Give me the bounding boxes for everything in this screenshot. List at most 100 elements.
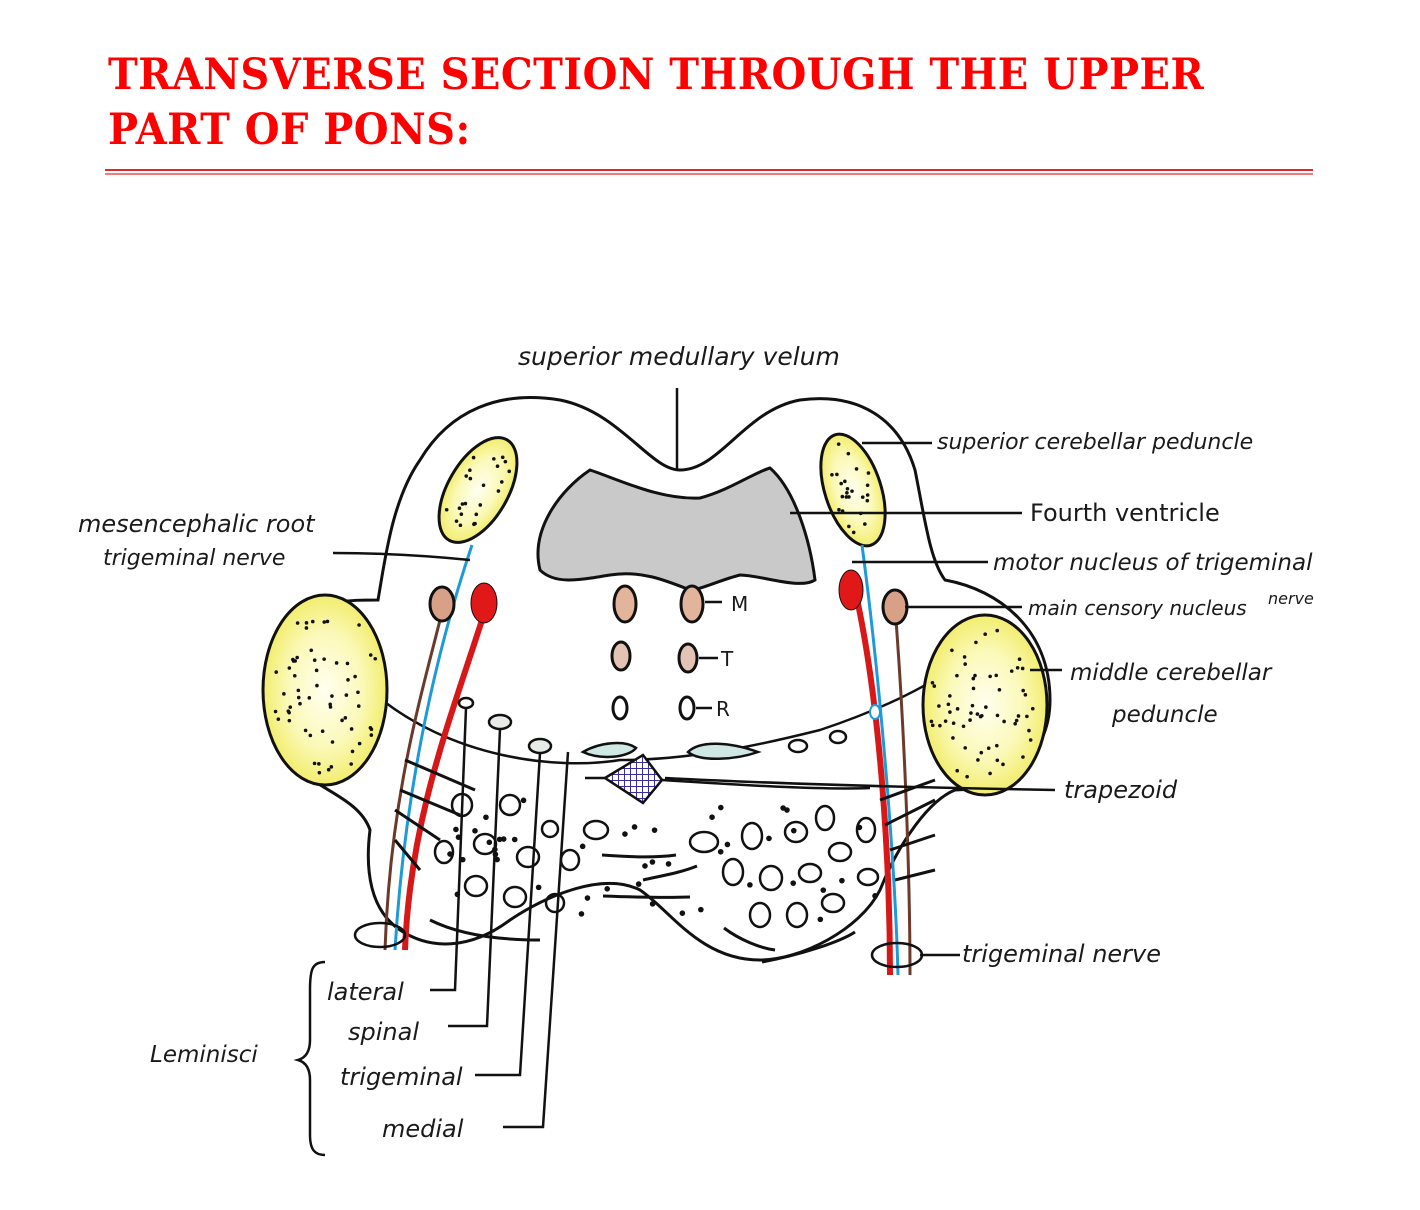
stipple-dot xyxy=(373,656,378,661)
pontine-dot xyxy=(817,916,824,923)
stipple-dot xyxy=(1021,688,1025,693)
stipple-dot xyxy=(1013,721,1017,726)
stipple-dot xyxy=(994,673,999,678)
stipple-dot xyxy=(932,684,937,688)
stipple-dot xyxy=(995,758,1000,763)
pontine-dot xyxy=(766,835,772,842)
pontine-dot xyxy=(453,826,459,833)
trigeminal-nerve-root-left xyxy=(353,921,407,949)
stipple-dot xyxy=(287,718,292,723)
stipple-dot xyxy=(973,673,977,678)
stipple-dot xyxy=(971,686,976,691)
stipple-dot xyxy=(282,692,286,696)
stipple-dot xyxy=(503,459,508,464)
pontine-dot xyxy=(483,814,489,821)
stipple-dot xyxy=(1016,714,1021,718)
stipple-dot xyxy=(320,729,325,733)
stipple-dot xyxy=(310,619,315,624)
pontine-dot xyxy=(747,882,753,888)
stipple-dot xyxy=(329,765,334,769)
pontine-dot xyxy=(679,910,686,916)
stipple-dot xyxy=(968,718,972,722)
stipple-dot xyxy=(454,519,459,523)
pontine-dot xyxy=(472,828,478,834)
stipple-dot xyxy=(1027,728,1031,733)
title-line-1: TRANSVERSE SECTION THROUGH THE UPPER xyxy=(108,50,1205,100)
stipple-dot xyxy=(963,662,967,666)
nucleus-t-left xyxy=(610,640,632,672)
stipple-dot xyxy=(350,749,355,754)
stipple-dot xyxy=(444,507,449,512)
label-nucleus-t: T xyxy=(720,647,734,671)
pontine-dot xyxy=(622,831,628,837)
stipple-dot xyxy=(963,746,967,750)
label-nucleus-r: R xyxy=(716,697,730,721)
stipple-dot xyxy=(865,498,870,503)
stipple-dot xyxy=(298,701,302,706)
stipple-dot xyxy=(308,733,313,738)
pontine-dot xyxy=(494,856,500,863)
stipple-dot xyxy=(322,657,326,661)
sensory-tract-right xyxy=(894,619,912,976)
stipple-dot xyxy=(969,711,973,715)
stipple-dot xyxy=(317,770,322,775)
stipple-dot xyxy=(974,640,978,645)
label-mesencephalic-root-1: mesencephalic root xyxy=(78,510,316,538)
stipple-dot xyxy=(1015,665,1020,670)
stipple-dot xyxy=(343,716,348,720)
stipple-dot xyxy=(986,746,991,750)
stipple-dot xyxy=(499,480,504,484)
pontine-dot xyxy=(604,885,611,892)
middle-cerebellar-peduncle-left xyxy=(261,593,389,787)
pontine-dot xyxy=(520,797,527,804)
stipple-dot xyxy=(937,704,941,708)
stipple-dot xyxy=(836,442,841,446)
stipple-dot xyxy=(356,704,361,708)
stipple-dot xyxy=(844,495,849,499)
stipple-dots xyxy=(273,442,1035,923)
stipple-dot xyxy=(460,502,465,506)
title-line-2: PART OF PONS: xyxy=(108,105,471,155)
stipple-dot xyxy=(314,668,319,673)
motor-nucleus-left xyxy=(470,582,498,624)
stipple-dot xyxy=(1020,666,1025,671)
stipple-dot xyxy=(851,530,856,535)
trigeminal-lemniscus-left xyxy=(527,737,553,755)
stipple-dot xyxy=(296,688,301,693)
stipple-dot xyxy=(1014,718,1019,723)
stipple-dot xyxy=(288,705,293,709)
stipple-dot xyxy=(1002,719,1006,724)
stipple-dot xyxy=(988,674,992,679)
stipple-dot xyxy=(995,628,1000,633)
pontine-dot xyxy=(500,836,507,842)
motor-tract-right xyxy=(852,589,893,976)
stipple-dot xyxy=(847,495,851,499)
label-fourth-ventricle: Fourth ventricle xyxy=(1030,499,1220,527)
stipple-dot xyxy=(970,703,975,708)
pontine-nuclei xyxy=(433,792,880,929)
mesencephalic-root-left xyxy=(393,544,474,951)
pontine-dot xyxy=(649,859,656,865)
stipple-dot xyxy=(1021,755,1025,759)
stipple-dot xyxy=(349,762,353,766)
label-nucleus-m: M xyxy=(731,592,748,616)
stipple-dot xyxy=(472,521,477,526)
stipple-dot xyxy=(830,472,834,477)
nucleus-r-left xyxy=(611,695,629,721)
label-lemniscus-trigeminal: trigeminal xyxy=(340,1063,463,1091)
label-middle-cerebellar-peduncle-1: middle cerebellar xyxy=(1070,660,1273,686)
stipple-dot xyxy=(845,486,850,491)
pontine-dot xyxy=(665,861,672,867)
pontine-fibers xyxy=(393,758,936,964)
stipple-dot xyxy=(845,491,849,495)
pontine-dot xyxy=(584,895,591,901)
stipple-dot xyxy=(500,455,505,460)
page-title: TRANSVERSE SECTION THROUGH THE UPPER PAR… xyxy=(108,48,1243,158)
stipple-dot xyxy=(325,619,330,624)
stipple-dot xyxy=(296,695,301,700)
stipple-dot xyxy=(850,489,854,493)
stipple-dot xyxy=(315,683,319,688)
stipple-dot xyxy=(346,678,350,682)
stipple-dot xyxy=(955,768,960,773)
pons-outline xyxy=(277,396,1052,962)
